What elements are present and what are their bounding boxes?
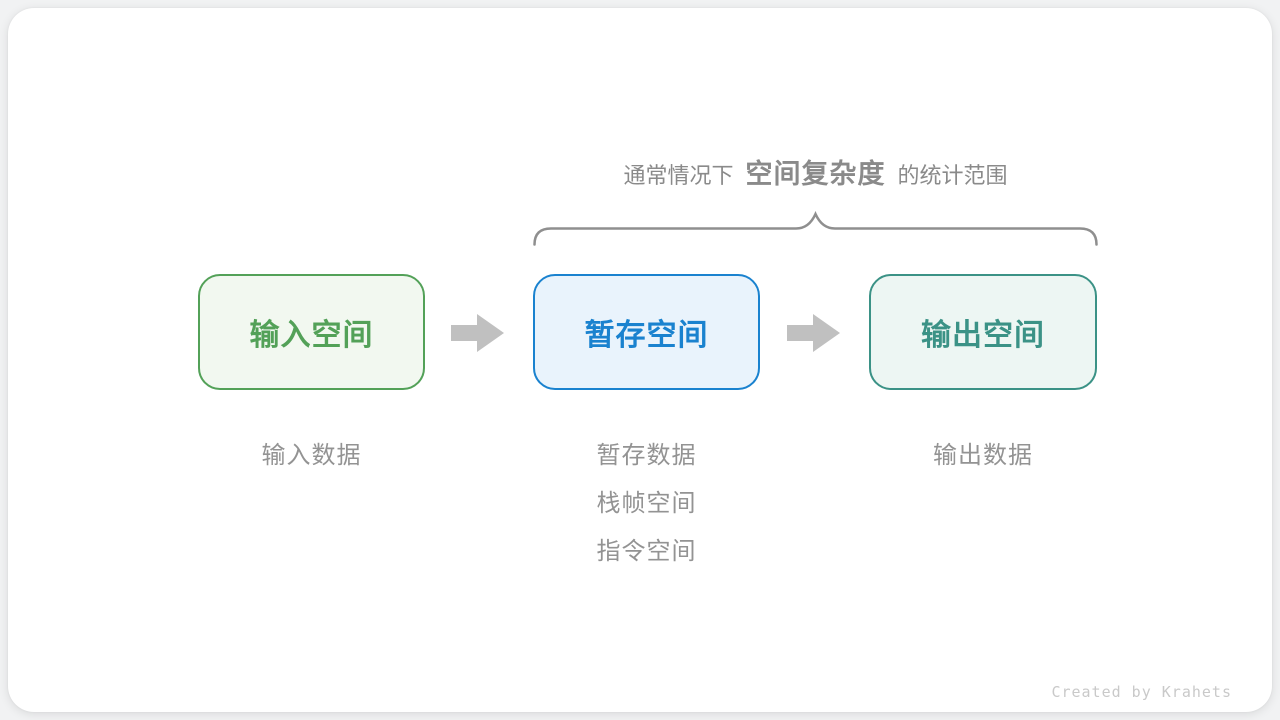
right-arrow-icon	[787, 314, 840, 352]
credit-text: Created by Krahets	[1051, 683, 1232, 701]
arrow-temp-to-output	[787, 313, 841, 353]
sublabel-stack-frame-space: 栈帧空间	[596, 490, 697, 517]
sublabels-temp: 暂存数据 栈帧空间 指令空间	[533, 432, 760, 576]
annotation-suffix: 的统计范围	[897, 163, 1008, 188]
node-input-space-label: 输入空间	[249, 319, 374, 352]
diagram-card: 通常情况下 空间复杂度 的统计范围 输入空间 暂存空间 输出空间 输入数据 暂存…	[8, 8, 1272, 712]
node-temp-space-label: 暂存空间	[584, 319, 709, 352]
sublabels-input: 输入数据	[198, 432, 425, 480]
curly-brace-icon	[533, 210, 1098, 246]
scope-brace	[533, 210, 1098, 246]
node-temp-space: 暂存空间	[533, 274, 760, 390]
sublabel-temp-data: 暂存数据	[596, 442, 697, 469]
node-output-space-label: 输出空间	[921, 319, 1045, 352]
sublabel-input-data: 输入数据	[261, 442, 362, 469]
sublabel-instruction-space: 指令空间	[596, 538, 697, 565]
annotation-title: 通常情况下 空间复杂度 的统计范围	[533, 152, 1098, 192]
sublabel-output-data: 输出数据	[933, 442, 1033, 469]
node-output-space: 输出空间	[869, 274, 1097, 390]
arrow-input-to-temp	[451, 313, 505, 353]
right-arrow-icon	[451, 314, 504, 352]
annotation-prefix: 通常情况下	[623, 163, 734, 188]
node-input-space: 输入空间	[198, 274, 425, 390]
annotation-emphasis: 空间复杂度	[745, 159, 886, 189]
sublabels-output: 输出数据	[869, 432, 1097, 480]
